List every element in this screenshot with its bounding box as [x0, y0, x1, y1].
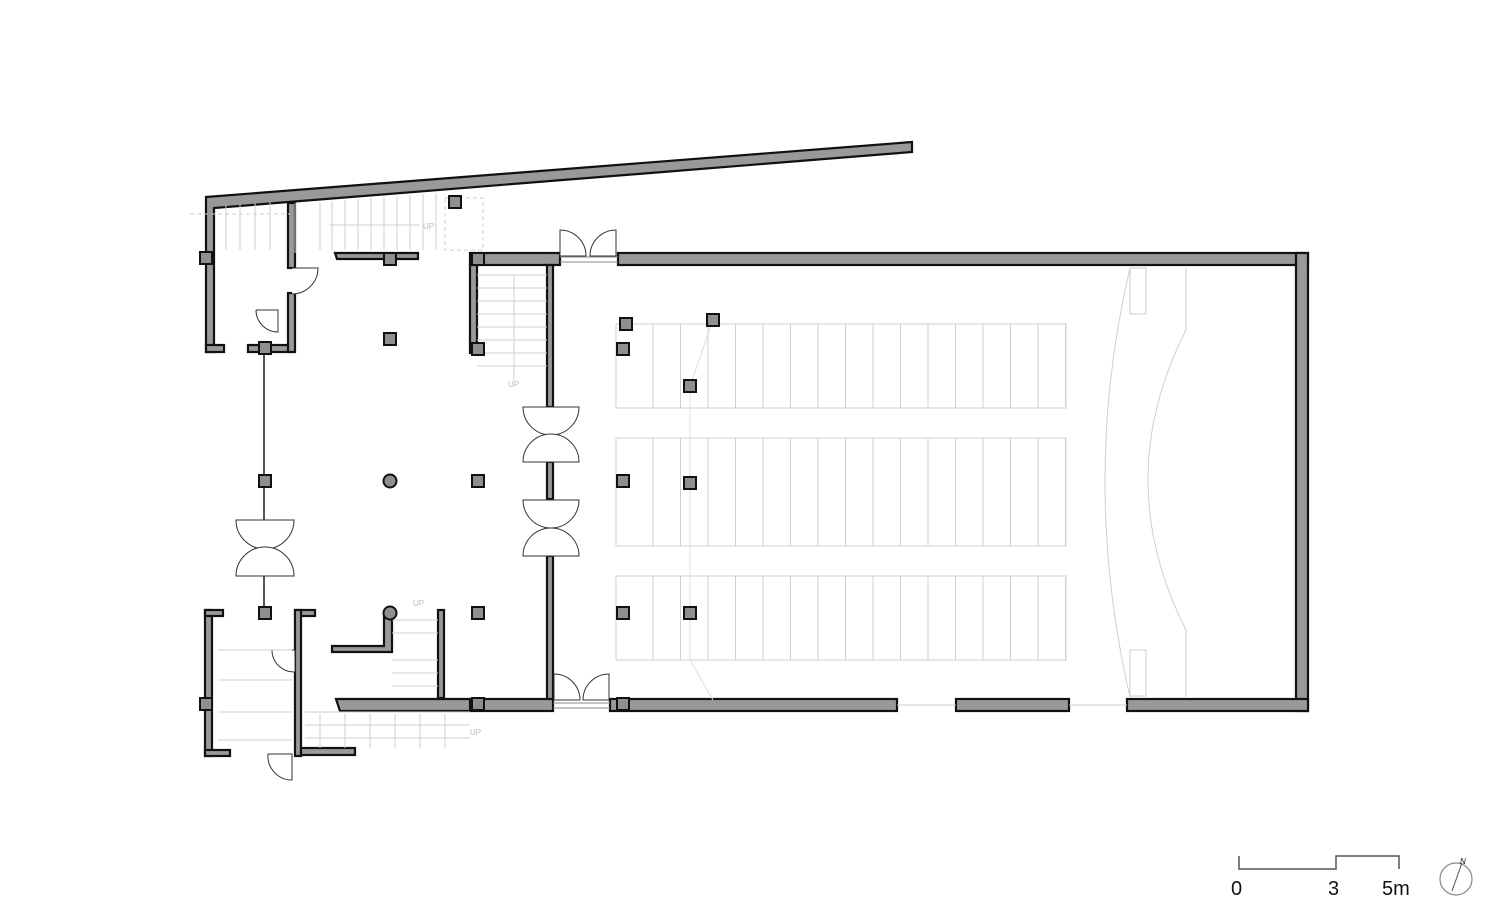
- stair-up-label: UP: [423, 222, 434, 231]
- round-column: [382, 473, 398, 489]
- pew-block: [615, 437, 1067, 547]
- column: [258, 341, 272, 355]
- column: [616, 697, 630, 711]
- stair-up-label: UP: [508, 380, 519, 389]
- walls: [203, 140, 1310, 758]
- column: [258, 606, 272, 620]
- column: [683, 606, 697, 620]
- wall: [204, 343, 226, 354]
- stair-up-label: UP: [413, 599, 424, 608]
- door-swing: [267, 753, 293, 781]
- wall: [436, 608, 446, 700]
- north-label: N: [1460, 857, 1466, 866]
- columns: [199, 195, 720, 711]
- wall: [333, 251, 420, 261]
- glazing: [263, 256, 1127, 709]
- column: [616, 342, 630, 356]
- wall: [608, 697, 899, 713]
- scale-bar: 0 3 5m: [1231, 855, 1410, 900]
- pew-block: [615, 323, 1067, 409]
- door-swing: [235, 546, 295, 577]
- column: [706, 313, 720, 327]
- stair-up-label: UP: [470, 728, 481, 737]
- wall: [468, 263, 479, 355]
- column: [683, 476, 697, 490]
- column: [448, 195, 462, 209]
- column: [471, 606, 485, 620]
- door-swing: [291, 267, 319, 295]
- column: [683, 379, 697, 393]
- wall: [286, 291, 297, 354]
- wall: [468, 251, 562, 267]
- door-swing: [553, 673, 581, 701]
- door-swing: [522, 499, 580, 529]
- column: [471, 342, 485, 356]
- column: [258, 474, 272, 488]
- altar: [689, 267, 1187, 701]
- pew-block: [615, 575, 1067, 661]
- column: [471, 697, 485, 711]
- door-swing: [522, 527, 580, 557]
- wall: [293, 608, 303, 758]
- column: [616, 606, 630, 620]
- door-swing: [522, 406, 580, 436]
- wall: [545, 263, 555, 409]
- column: [199, 251, 213, 265]
- column: [383, 332, 397, 346]
- round-column: [382, 605, 398, 621]
- wall: [616, 251, 1310, 267]
- north-arrow-icon: N: [1439, 857, 1473, 896]
- wall: [1125, 697, 1310, 713]
- wall: [1294, 251, 1310, 713]
- scale-label-3: 3: [1328, 878, 1339, 900]
- door-swing: [589, 229, 617, 257]
- doors: [235, 229, 617, 781]
- scale-label-0: 0: [1231, 878, 1242, 900]
- door-swing: [255, 309, 279, 333]
- wall: [545, 460, 555, 501]
- wall: [330, 611, 394, 654]
- wall: [545, 554, 555, 701]
- column: [619, 317, 633, 331]
- slanted-north-wall: [204, 140, 914, 354]
- column: [383, 252, 397, 266]
- door-swing: [271, 649, 296, 673]
- wall: [286, 201, 297, 270]
- pews: [615, 323, 1067, 661]
- column: [471, 252, 485, 266]
- wall: [203, 608, 214, 758]
- door-swing: [235, 519, 295, 550]
- column: [199, 697, 213, 711]
- door-swing: [559, 229, 587, 257]
- door-swing: [582, 673, 610, 701]
- wall: [203, 608, 225, 618]
- column: [616, 474, 630, 488]
- scale-label-5m: 5m: [1382, 878, 1410, 900]
- wall: [299, 746, 357, 757]
- stairs: UP UP UP UP: [190, 193, 547, 748]
- wall: [334, 697, 472, 713]
- column: [471, 474, 485, 488]
- wall: [203, 748, 232, 758]
- door-swing: [522, 433, 580, 463]
- wall: [954, 697, 1071, 713]
